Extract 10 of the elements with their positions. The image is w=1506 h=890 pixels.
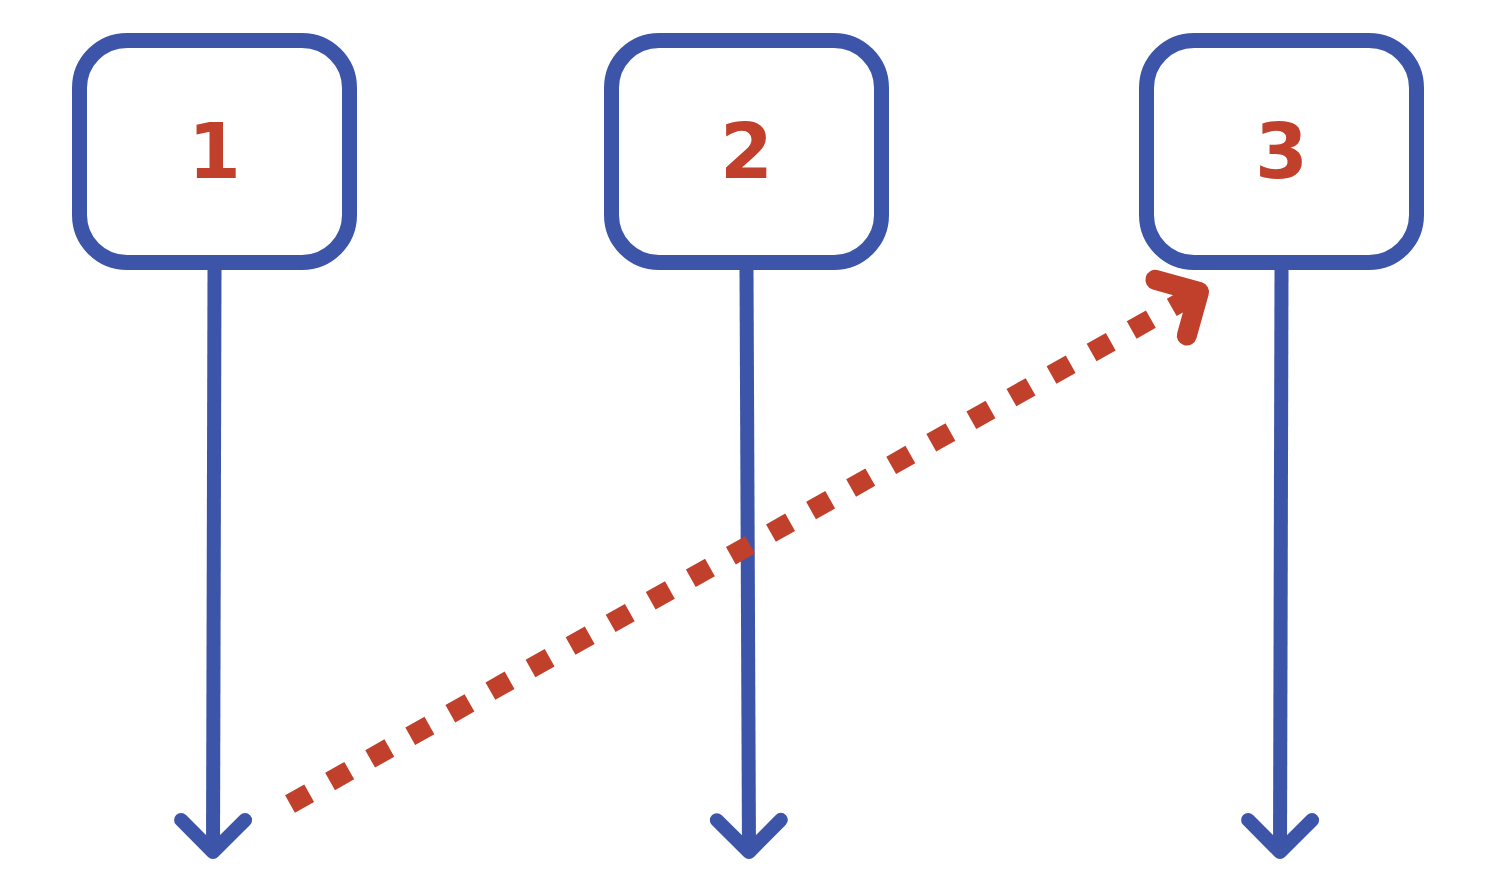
arrow <box>174 269 253 859</box>
arrow <box>285 269 1209 813</box>
step-number: 1 <box>188 113 241 190</box>
step-number: 2 <box>720 113 773 190</box>
rounded-box <box>1139 33 1424 270</box>
rounded-box <box>72 33 357 270</box>
step-number: 3 <box>1255 113 1308 190</box>
arrow <box>1241 269 1320 859</box>
arrow <box>709 269 788 859</box>
rounded-box <box>604 33 889 270</box>
